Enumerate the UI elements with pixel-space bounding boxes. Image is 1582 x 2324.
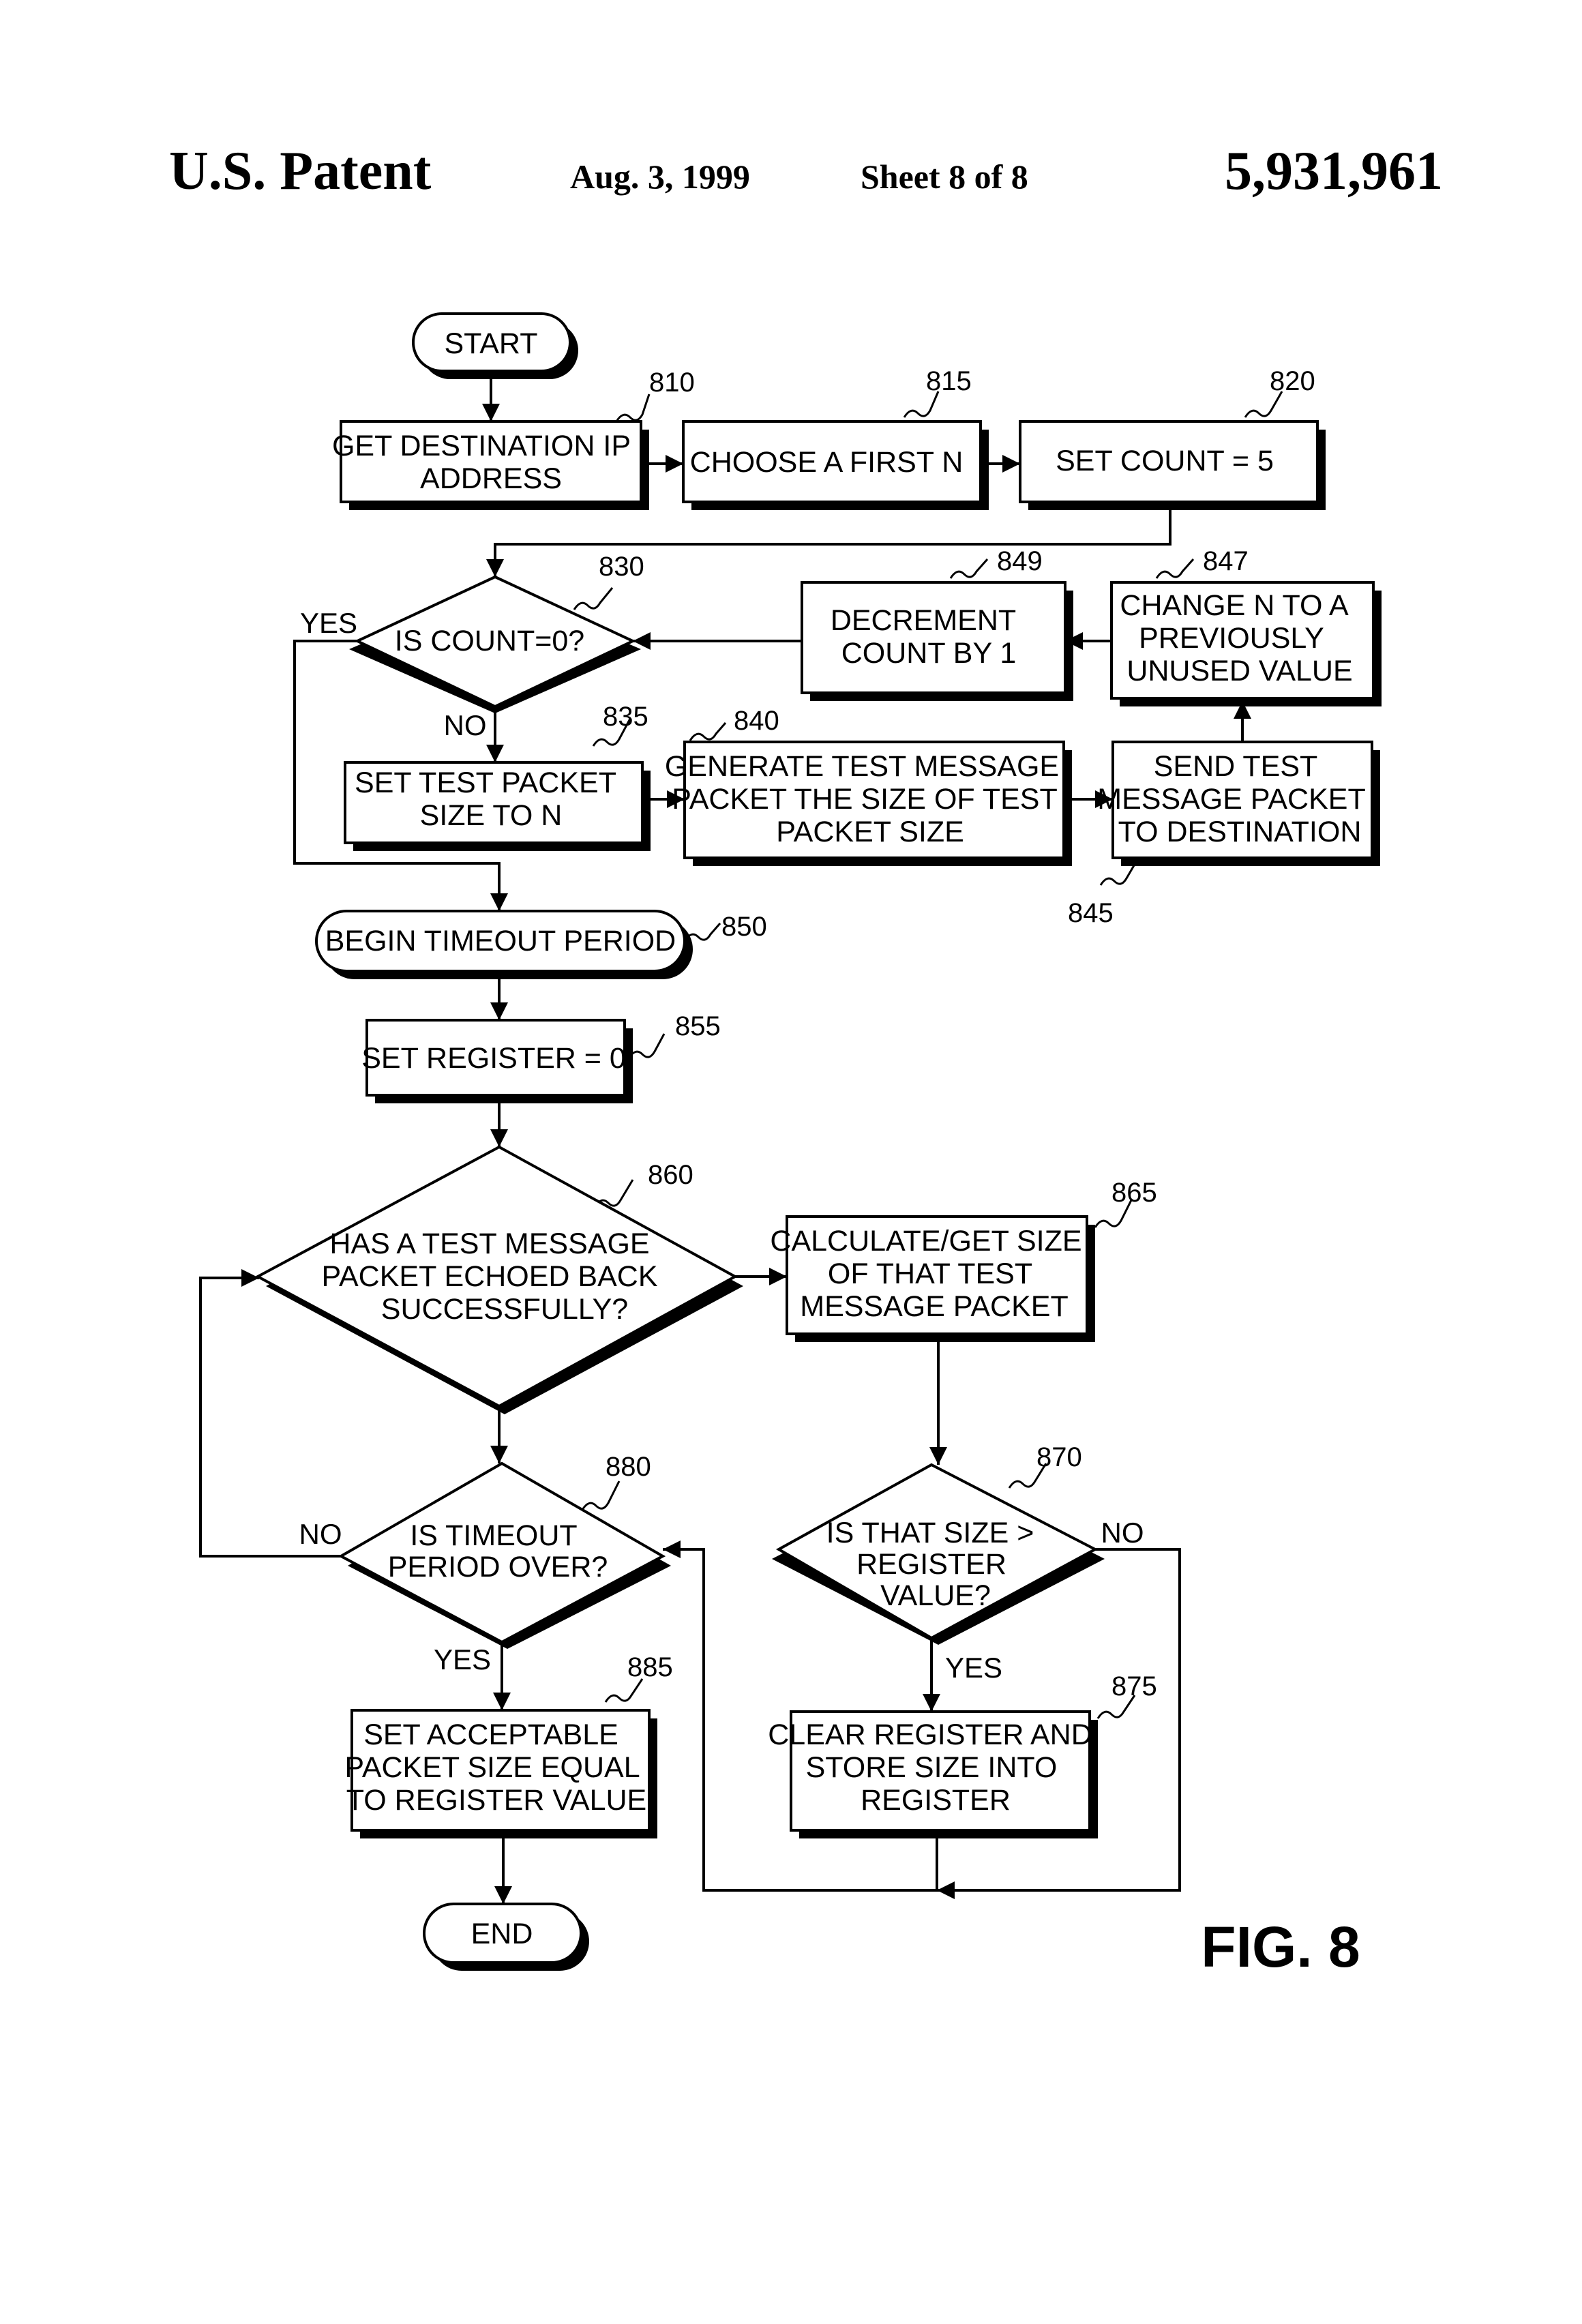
process-845-line-2: MESSAGE PACKET [1097,783,1365,816]
decision-870-line-3: VALUE? [880,1579,991,1612]
process-845-line-3: TO DESTINATION [1118,816,1362,848]
leader-885 [606,1679,642,1702]
decision-870: IS THAT SIZE > REGISTER VALUE? 870 NO YE… [772,1442,1144,1684]
process-855: SET REGISTER = 0 855 [361,1011,721,1103]
process-835-line-2: SIZE TO N [420,799,563,832]
process-840: GENERATE TEST MESSAGE PACKET THE SIZE OF… [665,706,1072,866]
process-865-line-3: MESSAGE PACKET [800,1290,1068,1323]
process-875-line-3: REGISTER [861,1784,1011,1817]
connectors [200,376,1242,1904]
start-line-1: START [445,327,538,360]
process-855-line-1: SET REGISTER = 0 [361,1042,626,1075]
decision-860-line-1: HAS A TEST MESSAGE [329,1227,649,1260]
process-849-line-2: COUNT BY 1 [841,637,1017,670]
ref-865: 865 [1111,1178,1157,1208]
start-terminal: START [413,314,578,379]
ref-810: 810 [649,368,695,398]
process-865: CALCULATE/GET SIZE OF THAT TEST MESSAGE … [770,1178,1156,1342]
process-875-line-1: CLEAR REGISTER AND [768,1718,1092,1751]
ref-855: 855 [675,1011,721,1041]
process-849: DECREMENT COUNT BY 1 849 [802,546,1073,701]
leader-810 [616,394,649,421]
ref-820: 820 [1270,366,1315,396]
leader-855 [629,1034,664,1058]
decision-870-line-2: REGISTER [856,1548,1006,1581]
decision-830-yes-label: YES [300,607,357,639]
leader-849 [951,559,987,578]
decision-830-no-label: NO [444,709,487,741]
decision-880-yes-label: YES [434,1643,491,1675]
ref-849: 849 [997,546,1043,576]
process-845: SEND TEST MESSAGE PACKET TO DESTINATION … [1068,742,1380,928]
process-885-line-3: TO REGISTER VALUE [346,1784,646,1817]
process-820-line-1: SET COUNT = 5 [1056,445,1274,477]
process-875: CLEAR REGISTER AND STORE SIZE INTO REGIS… [768,1671,1157,1838]
process-885-line-2: PACKET SIZE EQUAL [344,1751,640,1784]
process-865-line-1: CALCULATE/GET SIZE [770,1225,1081,1257]
process-840-line-2: PACKET THE SIZE OF TEST [672,783,1058,816]
leader-847 [1156,559,1193,578]
figure-label: FIG. 8 [1201,1915,1360,1979]
ref-815: 815 [926,366,972,396]
ref-860: 860 [648,1160,693,1190]
process-835-line-1: SET TEST PACKET [355,766,616,799]
ref-850: 850 [721,912,767,942]
process-847: CHANGE N TO A PREVIOUSLY UNUSED VALUE 84… [1111,546,1382,706]
process-840-line-3: PACKET SIZE [776,816,964,848]
process-847-line-1: CHANGE N TO A [1120,589,1349,622]
decision-880-line-2: PERIOD OVER? [388,1551,608,1583]
edge-820-830 [495,505,1170,577]
decision-870-no-label: NO [1101,1517,1144,1549]
process-885-line-1: SET ACCEPTABLE [363,1718,618,1751]
process-885: SET ACCEPTABLE PACKET SIZE EQUAL TO REGI… [344,1652,672,1838]
ref-835: 835 [603,702,648,732]
end-terminal: END [424,1904,589,1971]
leader-880 [582,1481,619,1510]
ref-880: 880 [606,1452,651,1482]
decision-870-yes-label: YES [945,1652,1002,1684]
decision-860-line-2: PACKET ECHOED BACK [321,1260,657,1293]
process-810-line-2: ADDRESS [420,462,562,495]
process-815-line-1: CHOOSE A FIRST N [690,446,964,479]
decision-860-line-3: SUCCESSFULLY? [381,1293,628,1326]
decision-880: IS TIMEOUT PERIOD OVER? 880 NO YES [299,1452,672,1675]
process-847-line-3: UNUSED VALUE [1126,655,1352,687]
leader-830 [574,588,612,610]
ref-847: 847 [1203,546,1249,576]
ref-845: 845 [1068,898,1114,928]
ref-840: 840 [734,706,779,736]
leader-840 [690,723,726,741]
decision-830: IS COUNT=0? 830 YES NO [300,552,644,741]
process-835: SET TEST PACKET SIZE TO N 835 [345,702,651,851]
ref-870: 870 [1036,1442,1082,1472]
end-line-1: END [471,1918,533,1950]
process-847-line-2: PREVIOUSLY [1139,622,1324,655]
process-820: SET COUNT = 5 820 [1020,366,1326,510]
decision-830-line-1: IS COUNT=0? [395,625,584,657]
process-845-line-1: SEND TEST [1154,750,1318,783]
edge-880-no-860 [200,1278,341,1556]
decision-880-no-label: NO [299,1518,342,1550]
ref-875: 875 [1111,1671,1157,1701]
process-849-line-1: DECREMENT [831,604,1016,637]
process-840-line-1: GENERATE TEST MESSAGE [665,750,1059,783]
process-875-line-2: STORE SIZE INTO [806,1751,1058,1784]
terminal-850: BEGIN TIMEOUT PERIOD 850 [316,911,767,979]
decision-870-line-1: IS THAT SIZE > [826,1517,1034,1549]
ref-885: 885 [627,1652,673,1682]
decision-880-line-1: IS TIMEOUT [410,1519,577,1552]
process-815: CHOOSE A FIRST N 815 [683,366,989,510]
decision-860: HAS A TEST MESSAGE PACKET ECHOED BACK SU… [258,1147,743,1414]
process-810-line-1: GET DESTINATION IP [332,430,631,462]
ref-830: 830 [599,552,644,582]
terminal-850-line-1: BEGIN TIMEOUT PERIOD [325,925,676,957]
process-865-line-2: OF THAT TEST [828,1257,1032,1290]
process-810: GET DESTINATION IP ADDRESS 810 [332,368,695,510]
